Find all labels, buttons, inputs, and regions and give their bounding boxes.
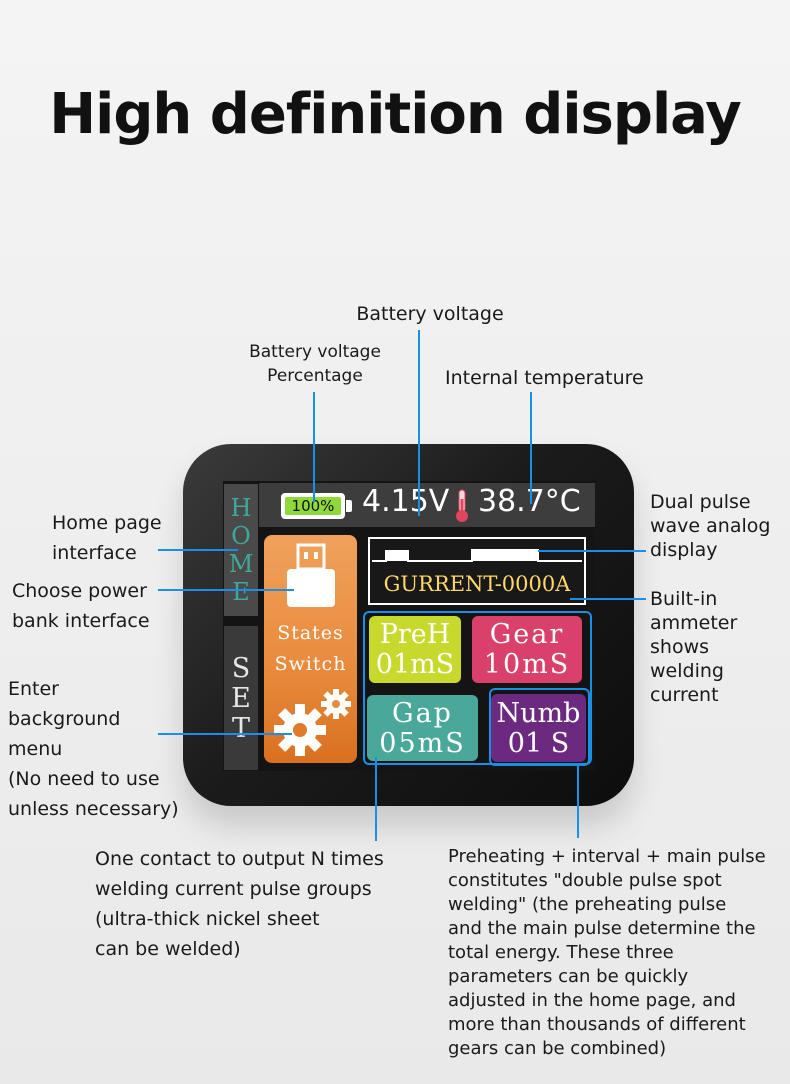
numb-value: 01 S (507, 728, 570, 759)
side-tab-set-letter: E (231, 683, 251, 714)
ammeter-line-2: ammeter (650, 612, 738, 634)
background-menu-line-1: Enter (8, 678, 59, 700)
line-background-menu (158, 733, 292, 735)
temperature-value: 38.7°C (478, 484, 581, 519)
side-tab-home-letter: O (231, 522, 251, 550)
background-menu-line-2: background (8, 708, 121, 730)
dual-pulse-line-1: Dual pulse (650, 491, 751, 513)
page-title: High definition display (49, 82, 741, 147)
battery-percentage-label: Battery voltage Percentage (225, 340, 405, 388)
preheating-line-8: more than thousands of different (448, 1014, 746, 1035)
side-tab-home-letter: E (232, 578, 250, 606)
power-bank-label: Choose power bank interface (12, 576, 150, 636)
dual-pulse-line-2: wave analog (650, 515, 771, 537)
states-label: States (277, 622, 344, 644)
battery-fill (285, 497, 341, 515)
preh-label: PreH (379, 619, 451, 650)
internal-temperature-text: Internal temperature (445, 367, 644, 389)
current-readout: GURRENT-0000A (383, 572, 571, 596)
side-tab-set-letter: S (231, 653, 251, 684)
thermometer-icon (456, 489, 468, 522)
preheating-line-7: adjusted in the home page, and (448, 990, 736, 1011)
line-power-bank (158, 589, 294, 591)
side-tab-home-letter: M (228, 550, 254, 578)
usb-stick-icon (287, 543, 335, 607)
background-menu-label: Enter background menu (No need to use un… (8, 674, 179, 824)
ammeter-label: Built-in ammeter shows welding current (650, 587, 737, 707)
line-battery-voltage (418, 330, 420, 516)
home-page-line-2: interface (52, 542, 137, 564)
numb-label: Numb (496, 698, 581, 729)
battery-percentage-line-2: Percentage (267, 366, 363, 386)
switch-label: Switch (274, 653, 347, 675)
line-preheating (577, 764, 579, 838)
gap-tile[interactable]: Gap 05mS (367, 695, 478, 761)
gears-icon (274, 689, 351, 756)
n-times-line-1: One contact to output N times (95, 848, 384, 870)
gap-value: 05mS (379, 728, 466, 759)
battery-tip (346, 500, 352, 512)
gear-value: 10mS (483, 649, 571, 680)
preheating-line-3: welding" (the preheating pulse (448, 894, 727, 915)
side-tab-set-letter: T (231, 713, 250, 744)
power-bank-line-2: bank interface (12, 610, 150, 632)
n-times-line-4: can be welded) (95, 938, 241, 960)
line-ammeter (570, 598, 646, 600)
preheating-line-5: total energy. These three (448, 942, 674, 963)
line-dual-pulse (538, 550, 646, 552)
n-times-label: One contact to output N times welding cu… (95, 844, 384, 964)
n-times-line-2: welding current pulse groups (95, 878, 372, 900)
numb-outline (489, 688, 590, 766)
gap-label: Gap (392, 698, 453, 729)
double-pulse-outline (363, 611, 592, 765)
ammeter-line-1: Built-in (650, 588, 718, 610)
preheating-label: Preheating + interval + main pulse const… (448, 845, 766, 1061)
battery-voltage-label: Battery voltage (330, 302, 530, 326)
background-menu-line-5: unless necessary) (8, 798, 179, 820)
dual-pulse-line-3: display (650, 539, 718, 561)
preheating-line-1: Preheating + interval + main pulse (448, 846, 766, 867)
line-home (158, 549, 238, 551)
background-menu-line-3: menu (8, 738, 63, 760)
background-menu-line-4: (No need to use (8, 768, 160, 790)
battery-percentage-line-1: Battery voltage (249, 342, 381, 362)
numb-tile[interactable]: Numb 01 S (491, 694, 586, 762)
pulse-wave-graph (372, 549, 582, 562)
dual-pulse-label: Dual pulse wave analog display (650, 490, 770, 562)
n-times-line-3: (ultra-thick nickel sheet (95, 908, 320, 930)
power-bank-line-1: Choose power (12, 580, 147, 602)
line-battery-pct (313, 392, 315, 502)
home-page-line-1: Home page (52, 512, 162, 534)
gear-label: Gear (489, 619, 565, 650)
preheating-line-6: parameters can be quickly (448, 966, 689, 987)
ammeter-line-5: current (650, 684, 719, 706)
preheating-line-2: constitutes "double pulse spot (448, 870, 722, 891)
preheating-line-9: gears can be combined) (448, 1038, 667, 1059)
gear-tile[interactable]: Gear 10mS (472, 616, 582, 683)
ammeter-line-3: shows (650, 636, 710, 658)
internal-temperature-label: Internal temperature (445, 366, 644, 390)
line-temperature (530, 392, 532, 504)
battery-percentage: 100% (291, 497, 335, 515)
battery-voltage-value: 4.15V (362, 484, 450, 519)
side-tab-home-letter: H (230, 494, 252, 522)
preh-value: 01mS (375, 649, 455, 680)
pulse-wave-display (368, 537, 586, 605)
preh-tile[interactable]: PreH 01mS (369, 616, 461, 683)
ammeter-line-4: welding (650, 660, 724, 682)
line-n-times (375, 757, 377, 841)
battery-voltage-text: Battery voltage (356, 303, 504, 325)
home-page-label: Home page interface (52, 508, 162, 568)
preheating-line-4: and the main pulse determine the (448, 918, 756, 939)
